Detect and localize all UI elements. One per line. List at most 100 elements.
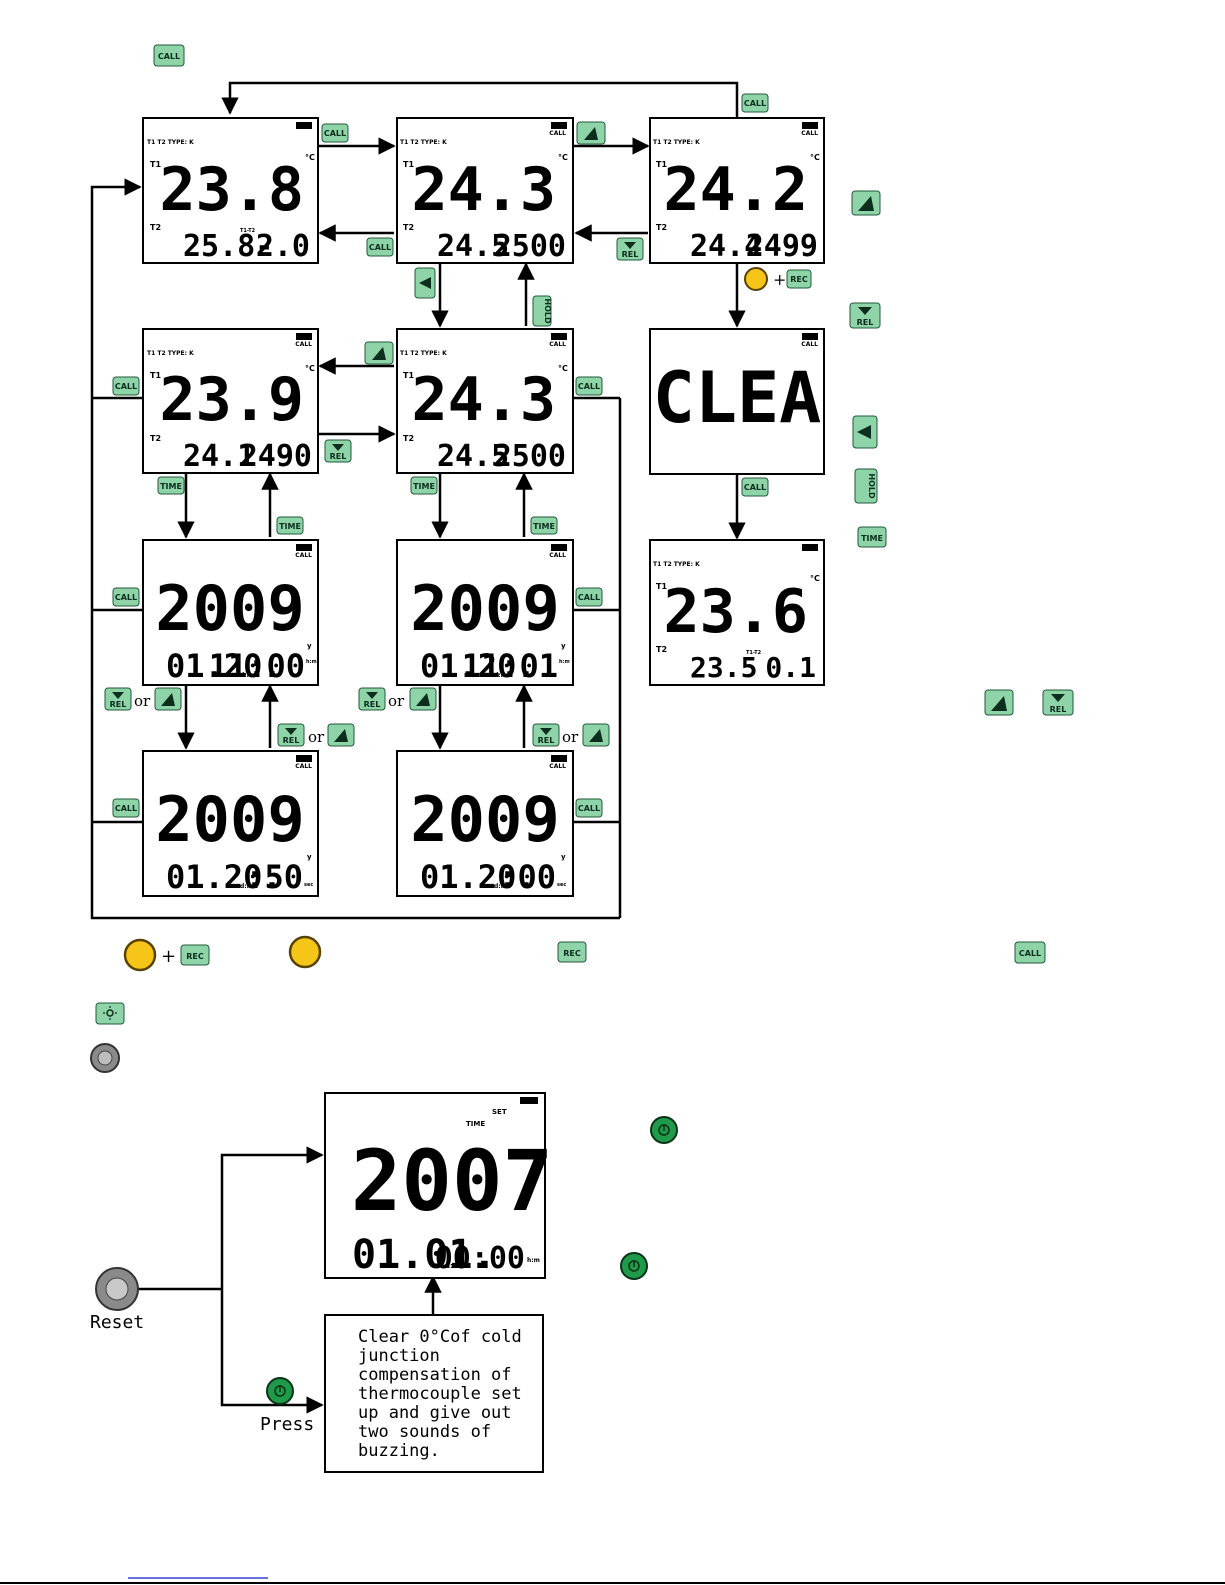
svg-text:REC: REC (186, 952, 204, 961)
hold-button: HOLD (532, 295, 552, 327)
up-arrow-icon (991, 696, 1007, 711)
lcd-frame-6 (649, 328, 825, 475)
t2-reading: 23.5 (690, 651, 757, 684)
battery-icon (520, 1097, 538, 1104)
date-reading: 01.20. (166, 647, 282, 685)
yellow-button (123, 938, 157, 972)
year-mark: y (307, 853, 312, 861)
time-button: TIME (530, 516, 558, 535)
t1-label: T1 (403, 371, 414, 380)
svg-text:HOLD: HOLD (867, 473, 876, 499)
svg-text:CALL: CALL (369, 243, 391, 252)
svg-text:REL: REL (857, 318, 874, 327)
svg-text:REC: REC (563, 949, 581, 958)
svg-text:CALL: CALL (115, 804, 137, 813)
battery-icon (296, 755, 312, 762)
note-box (324, 1314, 544, 1473)
svg-text:REL: REL (622, 250, 639, 259)
up-arrow-button (851, 190, 881, 216)
up-arrow-icon (589, 729, 603, 742)
lcd-frame-8 (396, 539, 574, 686)
date-unit: d:m (494, 883, 507, 890)
svg-text:CALL: CALL (1019, 949, 1041, 958)
time-button: TIME (276, 516, 304, 535)
record-reading: 2490 (240, 439, 312, 474)
time-button: TIME (157, 476, 185, 495)
rel-button: REL (324, 439, 352, 463)
left-arrow-button (852, 415, 878, 449)
up-arrow-icon (334, 729, 348, 742)
or-label: or (308, 728, 325, 746)
date-reading: 01.20. (420, 647, 536, 685)
unit-label: °C (558, 364, 568, 373)
rel-button: REL (104, 687, 132, 711)
main-reading: 24.2 (664, 155, 809, 225)
main-reading: 24.3 (412, 155, 557, 225)
lcd-header: T1 T2 TYPE: K (400, 350, 447, 357)
rel-button: REL (1042, 689, 1074, 716)
lcd-screen-11: CALL 2009 y 01.20. d:m :00 sec (410, 755, 567, 896)
call-button: CALL (575, 798, 603, 818)
up-arrow-button (154, 687, 182, 711)
date-reading: 01.01. (352, 1232, 497, 1278)
time-unit: h:m (527, 1257, 540, 1264)
svg-text:two sounds of: two sounds of (358, 1422, 491, 1442)
call-indicator: CALL (549, 763, 566, 770)
year-reading: 2007 (351, 1132, 553, 1230)
main-reading: 23.9 (160, 365, 305, 435)
lcd-header: T1 T2 TYPE: K (147, 350, 194, 357)
lcd-frame-1 (142, 117, 319, 264)
lcd-header: T1 T2 TYPE: K (147, 139, 194, 146)
call-indicator: CALL (549, 130, 566, 137)
lcd-header: T1 T2 TYPE: K (653, 561, 700, 568)
call-button: CALL (741, 477, 769, 497)
time-button: TIME (410, 476, 438, 495)
note-text: Clear 0°Cof cold junction compensation o… (358, 1327, 522, 1461)
t2-reading: 24.5 (437, 439, 509, 474)
main-reading: 24.3 (412, 365, 557, 435)
date-unit: d:m (240, 672, 253, 679)
unit-label: °C (305, 364, 315, 373)
up-arrow-icon (858, 196, 874, 211)
diff-reading: 2.0 (256, 229, 310, 264)
battery-icon (802, 333, 818, 340)
time-button: TIME (857, 526, 887, 548)
t1-label: T1 (656, 160, 667, 169)
svg-text:TIME: TIME (413, 482, 435, 491)
date-reading: 01.20. (420, 858, 536, 896)
time-reading: 11:00 (209, 647, 305, 685)
connectors (90, 81, 746, 1414)
call-indicator: CALL (801, 341, 818, 348)
date-reading: 01.20. (166, 858, 282, 896)
battery-icon (296, 122, 312, 129)
lcd-frame-9 (649, 539, 825, 686)
lcd-header: T1 T2 TYPE: K (400, 139, 447, 146)
lcd-frame-7 (142, 539, 319, 686)
battery-icon (802, 544, 818, 551)
svg-text:HOLD: HOLD (543, 298, 552, 324)
lcd-header: T1 T2 TYPE: K (653, 139, 700, 146)
left-arrow-icon (857, 425, 871, 439)
hold-button: HOLD (854, 468, 878, 504)
svg-text:buzzing.: buzzing. (358, 1441, 440, 1461)
rec-button: REC (557, 941, 587, 963)
svg-text:thermocouple set: thermocouple set (358, 1384, 522, 1404)
up-arrow-button (984, 689, 1014, 716)
lcd-frame-2 (396, 117, 574, 264)
t2-reading: 25.8- (183, 229, 273, 264)
reset-circle-icon (97, 1050, 113, 1066)
svg-text:REL: REL (364, 700, 381, 709)
main-reading: 23.8 (160, 155, 305, 225)
up-arrow-icon (372, 347, 386, 360)
t2-label: T2 (150, 434, 161, 443)
up-arrow-button (409, 687, 437, 711)
year-reading: 2009 (410, 783, 559, 856)
up-arrow-icon (584, 127, 598, 140)
svg-text:REL: REL (538, 736, 555, 745)
rec-button: REC (786, 269, 812, 289)
t2-label: T2 (150, 223, 161, 232)
battery-icon (296, 333, 312, 340)
call-button: CALL (1014, 941, 1046, 964)
yellow-button (744, 267, 768, 291)
t2-label: T2 (656, 223, 667, 232)
